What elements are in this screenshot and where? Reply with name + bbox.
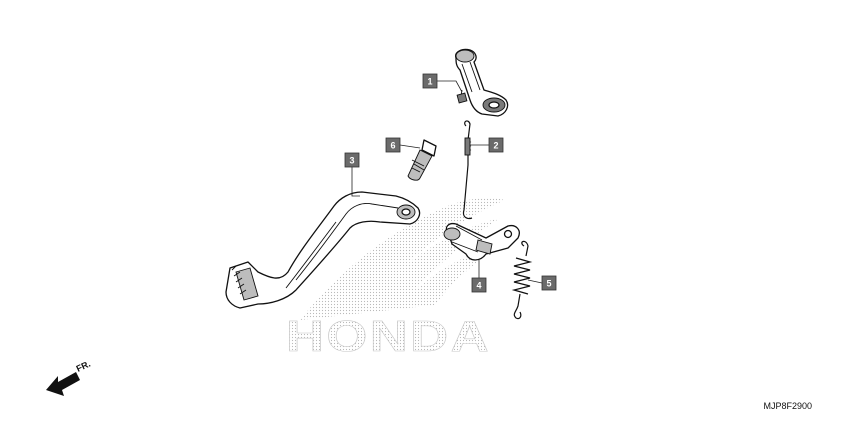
svg-text:5: 5 (546, 279, 551, 289)
svg-text:6: 6 (390, 141, 395, 151)
leader-5 (527, 279, 543, 284)
part-5-spring (511, 240, 533, 320)
leader-1 (437, 80, 463, 93)
part-1-pivot-bolt (455, 48, 509, 117)
svg-text:1: 1 (427, 77, 432, 87)
diagram-code: MJP8F2900 (763, 401, 812, 411)
callout-1: 1 (422, 73, 438, 89)
svg-text:3: 3 (349, 156, 354, 166)
front-direction-arrow-icon (46, 372, 80, 396)
part-2-return-spring (462, 120, 473, 220)
part-6-bolt (407, 139, 437, 181)
leader-6 (399, 144, 421, 149)
honda-wing-watermark (300, 197, 505, 320)
callout-3: 3 (344, 152, 360, 168)
callout-6: 6 (385, 137, 401, 153)
callout-4: 4 (471, 277, 487, 293)
svg-text:2: 2 (493, 141, 498, 151)
callout-2: 2 (488, 137, 504, 153)
part-3-brake-pedal (225, 191, 421, 309)
honda-logo-text: HONDA (286, 312, 491, 361)
part-4-pivot-arm (443, 222, 520, 261)
front-direction-label: FR. (75, 359, 92, 374)
svg-text:4: 4 (476, 281, 481, 291)
leader-3 (351, 167, 360, 197)
callout-5: 5 (541, 275, 557, 291)
